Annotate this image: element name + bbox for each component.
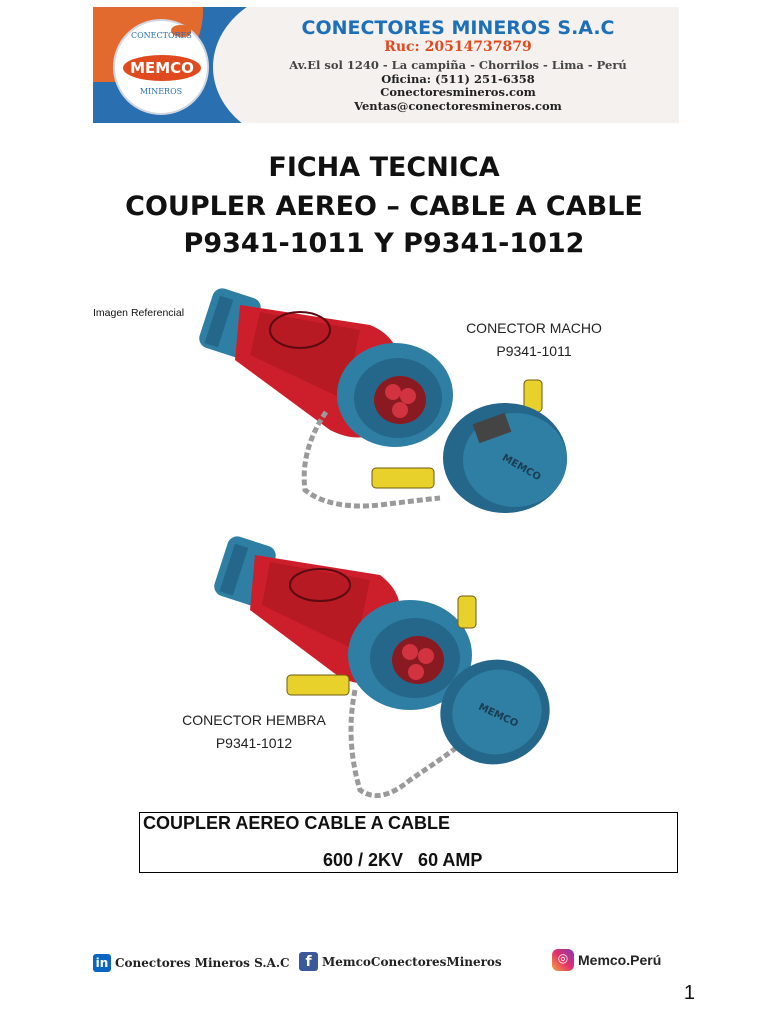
product-codes: P9341-1011 Y P9341-1012 <box>183 228 585 259</box>
header-banner: CONECTORES MEMCO MINEROS CONECTORES MINE… <box>93 7 679 123</box>
female-connector-code: P9341-1012 <box>215 735 293 751</box>
instagram-label: Memco.Perú <box>578 952 662 968</box>
company-email[interactable]: Ventas@conectoresmineros.com <box>354 99 562 113</box>
page-number: 1 <box>683 982 695 1004</box>
company-name: CONECTORES MINEROS S.A.C <box>301 17 615 39</box>
product-title: COUPLER AEREO – CABLE A CABLE <box>125 191 643 222</box>
female-connector-label: CONECTOR HEMBRA <box>182 712 326 728</box>
facebook-link[interactable]: f MemcoConectoresMineros <box>299 952 502 971</box>
linkedin-icon: in <box>93 954 111 972</box>
male-connector-image: MEMCO <box>199 288 567 513</box>
page-title: FICHA TECNICA <box>268 152 500 183</box>
male-connector-code: P9341-1011 <box>496 343 572 359</box>
male-cap-image: MEMCO <box>443 403 567 513</box>
footer: in Conectores Mineros S.A.C f MemcoConec… <box>0 946 768 980</box>
facebook-icon: f <box>299 952 318 971</box>
spec-title: COUPLER AEREO CABLE A CABLE <box>143 813 451 833</box>
facebook-label: MemcoConectoresMineros <box>322 954 502 969</box>
bird-icon <box>171 25 191 37</box>
company-phone: Oficina: (511) 251-6358 <box>381 72 535 86</box>
female-connector-image: MEMCO <box>214 536 550 799</box>
company-website[interactable]: Conectoresmineros.com <box>380 85 536 99</box>
spec-box: COUPLER AEREO CABLE A CABLE 600 / 2KV 60… <box>139 812 678 873</box>
instagram-link[interactable]: ◎ Memco.Perú <box>552 949 661 971</box>
linkedin-label: Conectores Mineros S.A.C <box>115 956 290 970</box>
logo-arc-bottom: MINEROS <box>139 87 183 96</box>
spec-rating: 600 / 2KV 60 AMP <box>323 850 483 870</box>
logo-arc-top: CONECTORES <box>131 31 192 40</box>
male-connector-label: CONECTOR MACHO <box>466 320 602 336</box>
female-cap-image: MEMCO <box>440 659 550 765</box>
image-note: Imagen Referencial <box>93 307 185 319</box>
linkedin-link[interactable]: in Conectores Mineros S.A.C <box>93 954 290 972</box>
company-ruc: Ruc: 20514737879 <box>384 39 532 55</box>
company-address: Av.El sol 1240 - La campiña - Chorrilos … <box>289 58 627 72</box>
instagram-icon: ◎ <box>552 949 574 971</box>
logo-brand: MEMCO <box>121 53 203 83</box>
